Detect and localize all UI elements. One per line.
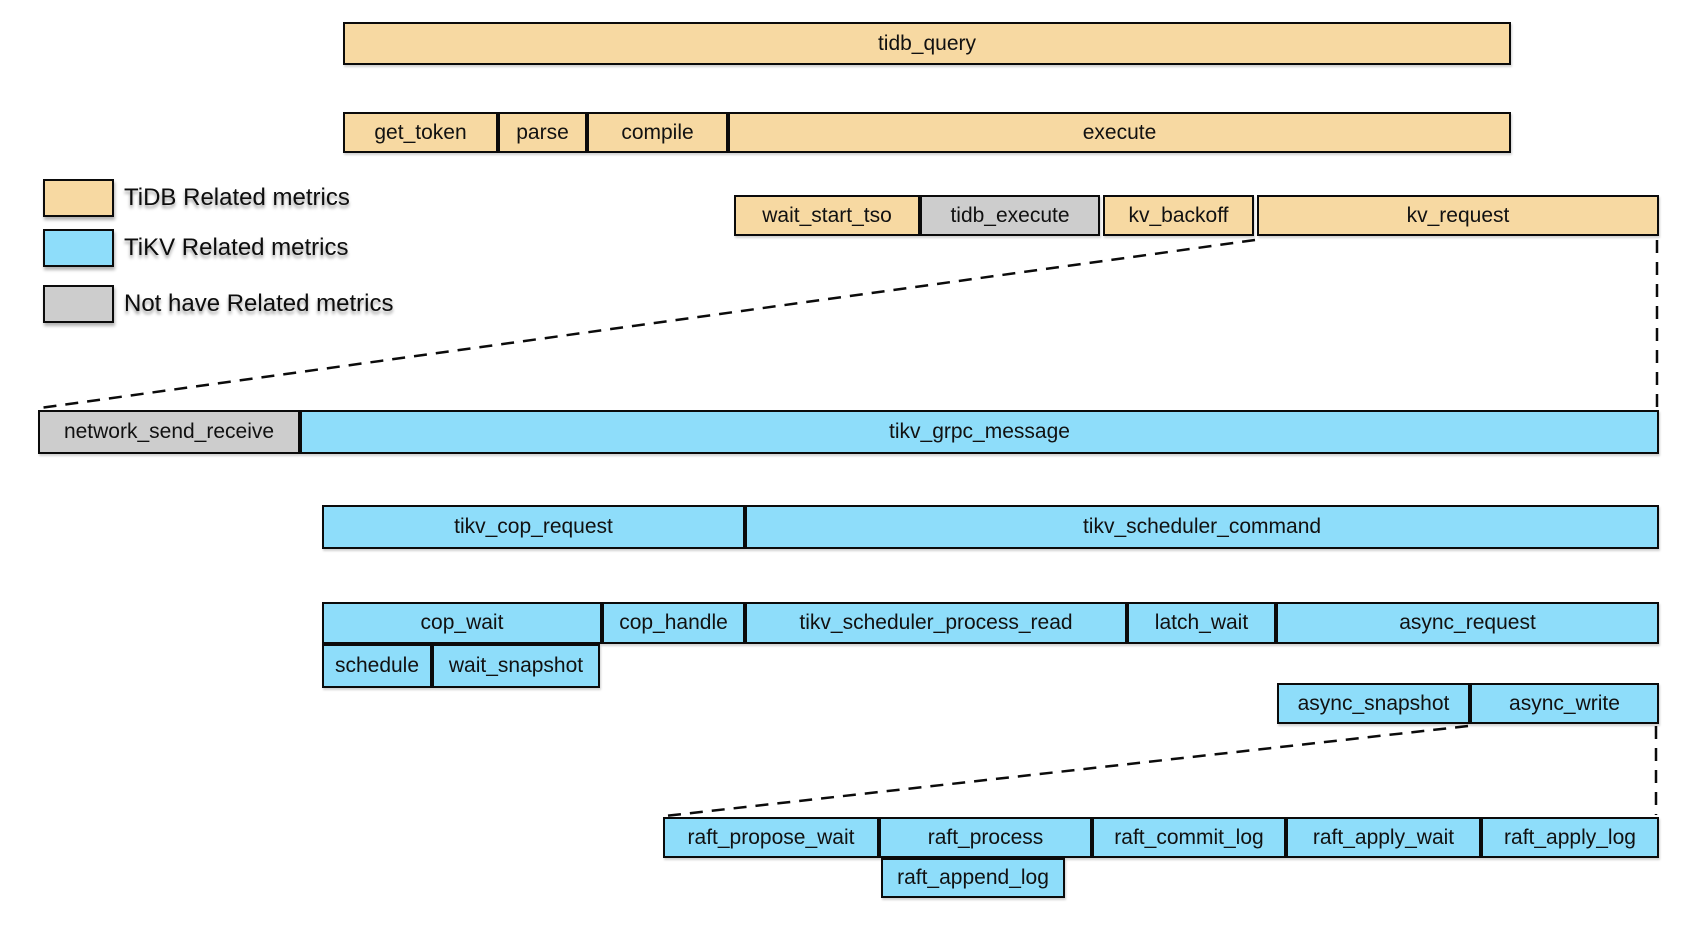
bar-latch-wait: latch_wait	[1127, 602, 1276, 644]
bar-tikv-scheduler-command: tikv_scheduler_command	[745, 505, 1659, 549]
bar-network-send-receive: network_send_receive	[38, 410, 300, 454]
bar-parse: parse	[498, 112, 587, 153]
bar-kv-backoff: kv_backoff	[1103, 195, 1254, 236]
bar-tidb-execute: tidb_execute	[920, 195, 1100, 236]
bar-raft-apply-wait: raft_apply_wait	[1286, 817, 1481, 858]
bar-wait-snapshot: wait_snapshot	[432, 644, 600, 688]
kv-request-left-expansion-line	[39, 238, 1256, 410]
bar-schedule: schedule	[322, 644, 432, 688]
legend-swatch-no-metrics	[43, 285, 114, 323]
legend-swatch-tikv	[43, 229, 114, 267]
async-write-left-expansion-line	[664, 724, 1469, 818]
legend-label-tikv: TiKV Related metrics	[124, 234, 349, 261]
bar-tikv-cop-request: tikv_cop_request	[322, 505, 745, 549]
legend-label-tidb: TiDB Related metrics	[124, 184, 350, 211]
bar-get-token: get_token	[343, 112, 498, 153]
bar-tidb-query: tidb_query	[343, 22, 1511, 65]
bar-execute: execute	[728, 112, 1511, 153]
legend-label-no-metrics: Not have Related metrics	[124, 290, 394, 317]
bar-raft-process: raft_process	[879, 817, 1092, 858]
bar-wait-start-tso: wait_start_tso	[734, 195, 920, 236]
bar-cop-handle: cop_handle	[602, 602, 745, 644]
bar-async-write: async_write	[1470, 683, 1659, 724]
bar-async-request: async_request	[1276, 602, 1659, 644]
bar-raft-commit-log: raft_commit_log	[1092, 817, 1286, 858]
bar-tikv-scheduler-process-read: tikv_scheduler_process_read	[745, 602, 1127, 644]
bar-raft-apply-log: raft_apply_log	[1481, 817, 1659, 858]
bar-raft-append-log: raft_append_log	[881, 858, 1065, 898]
bar-compile: compile	[587, 112, 728, 153]
legend-swatch-tidb	[43, 179, 114, 217]
bar-cop-wait: cop_wait	[322, 602, 602, 644]
bar-async-snapshot: async_snapshot	[1277, 683, 1470, 724]
bar-kv-request: kv_request	[1257, 195, 1659, 236]
bar-tikv-grpc-message: tikv_grpc_message	[300, 410, 1659, 454]
bar-raft-propose-wait: raft_propose_wait	[663, 817, 879, 858]
